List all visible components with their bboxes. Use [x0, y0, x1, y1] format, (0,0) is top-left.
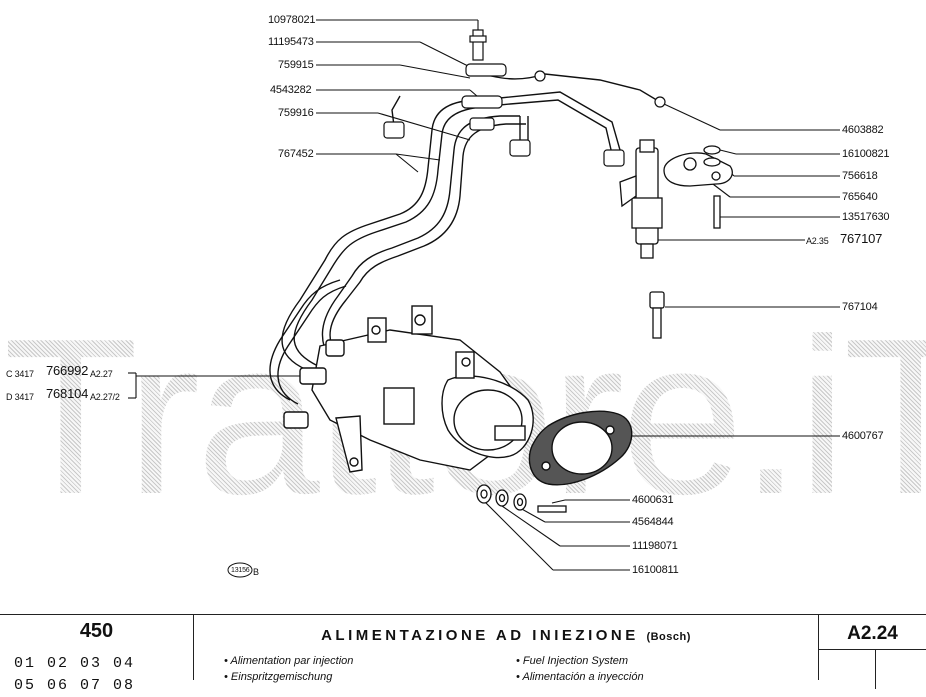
figure-number: 13156 — [231, 567, 250, 574]
model-cell: 450 01 02 03 04 05 06 07 08 — [0, 615, 194, 694]
stud — [537, 505, 567, 513]
part-label-767107: 767107 — [840, 231, 883, 246]
model-codes: 01 02 03 04 05 06 07 08 — [14, 653, 135, 697]
part-label-766992: 766992 — [46, 363, 89, 378]
exploded-view-drawing — [128, 19, 840, 578]
pump-gasket — [528, 410, 633, 486]
variant-d-prefix: D 3417 — [6, 392, 34, 402]
pipe-nut — [383, 121, 405, 139]
injector-bracket — [663, 145, 733, 229]
part-label-765640: 765640 — [842, 191, 878, 203]
translation-es: • Alimentación a inyección — [516, 671, 644, 683]
part-label-768104: 768104 — [46, 386, 89, 401]
model-codes-row-2: 05 06 07 08 — [14, 677, 136, 694]
code-divider-vertical — [875, 649, 876, 689]
part-label-16100811: 16100811 — [632, 564, 679, 576]
part-label-11195473: 11195473 — [268, 36, 314, 48]
part-label-13517630: 13517630 — [842, 211, 890, 223]
model-codes-row-1: 01 02 03 04 — [14, 655, 136, 672]
page-footer: 450 01 02 03 04 05 06 07 08 ALIMENTAZION… — [0, 614, 926, 694]
part-ref-a235: A2.35 — [806, 236, 829, 246]
injector-nozzle — [649, 291, 665, 339]
variant-c-prefix: C 3417 — [6, 369, 34, 379]
figure-suffix: B — [253, 567, 259, 577]
translation-de: • Einspritzgemischung — [224, 671, 333, 683]
part-label-4603882: 4603882 — [842, 124, 884, 136]
part-label-4543282: 4543282 — [270, 84, 312, 96]
code-divider — [819, 649, 926, 650]
part-label-756618: 756618 — [842, 170, 878, 182]
figure-number-oval — [227, 562, 253, 578]
page-code: A2.24 — [847, 623, 898, 644]
translation-fr: • Alimentation par injection — [224, 655, 354, 667]
part-label-767452: 767452 — [278, 148, 314, 160]
section-title: ALIMENTAZIONE AD INIEZIONE (Bosch) — [194, 627, 818, 644]
injector — [619, 139, 663, 259]
variant-d-ref: A2.27/2 — [90, 392, 120, 402]
part-label-16100821: 16100821 — [842, 148, 890, 160]
part-label-10978021: 10978021 — [268, 14, 316, 26]
code-cell: A2.24 — [819, 615, 926, 689]
part-label-759915: 759915 — [278, 59, 314, 71]
section-title-text: ALIMENTAZIONE AD INIEZIONE — [321, 627, 639, 644]
part-label-767104: 767104 — [842, 301, 878, 313]
model-number: 450 — [79, 620, 114, 642]
part-label-4600767: 4600767 — [842, 430, 884, 442]
injection-pump — [283, 305, 534, 473]
section-title-sub: (Bosch) — [646, 631, 691, 643]
part-label-11198071: 11198071 — [632, 540, 678, 552]
variant-c-ref: A2.27 — [90, 369, 113, 379]
part-label-759916: 759916 — [278, 107, 314, 119]
parts-diagram: Trattore.iT — [3, 14, 926, 578]
part-label-4564844: 4564844 — [632, 516, 674, 528]
part-label-4600631: 4600631 — [632, 494, 674, 506]
title-cell: ALIMENTAZIONE AD INIEZIONE (Bosch) • Ali… — [194, 615, 819, 683]
translation-en: • Fuel Injection System — [516, 655, 629, 667]
